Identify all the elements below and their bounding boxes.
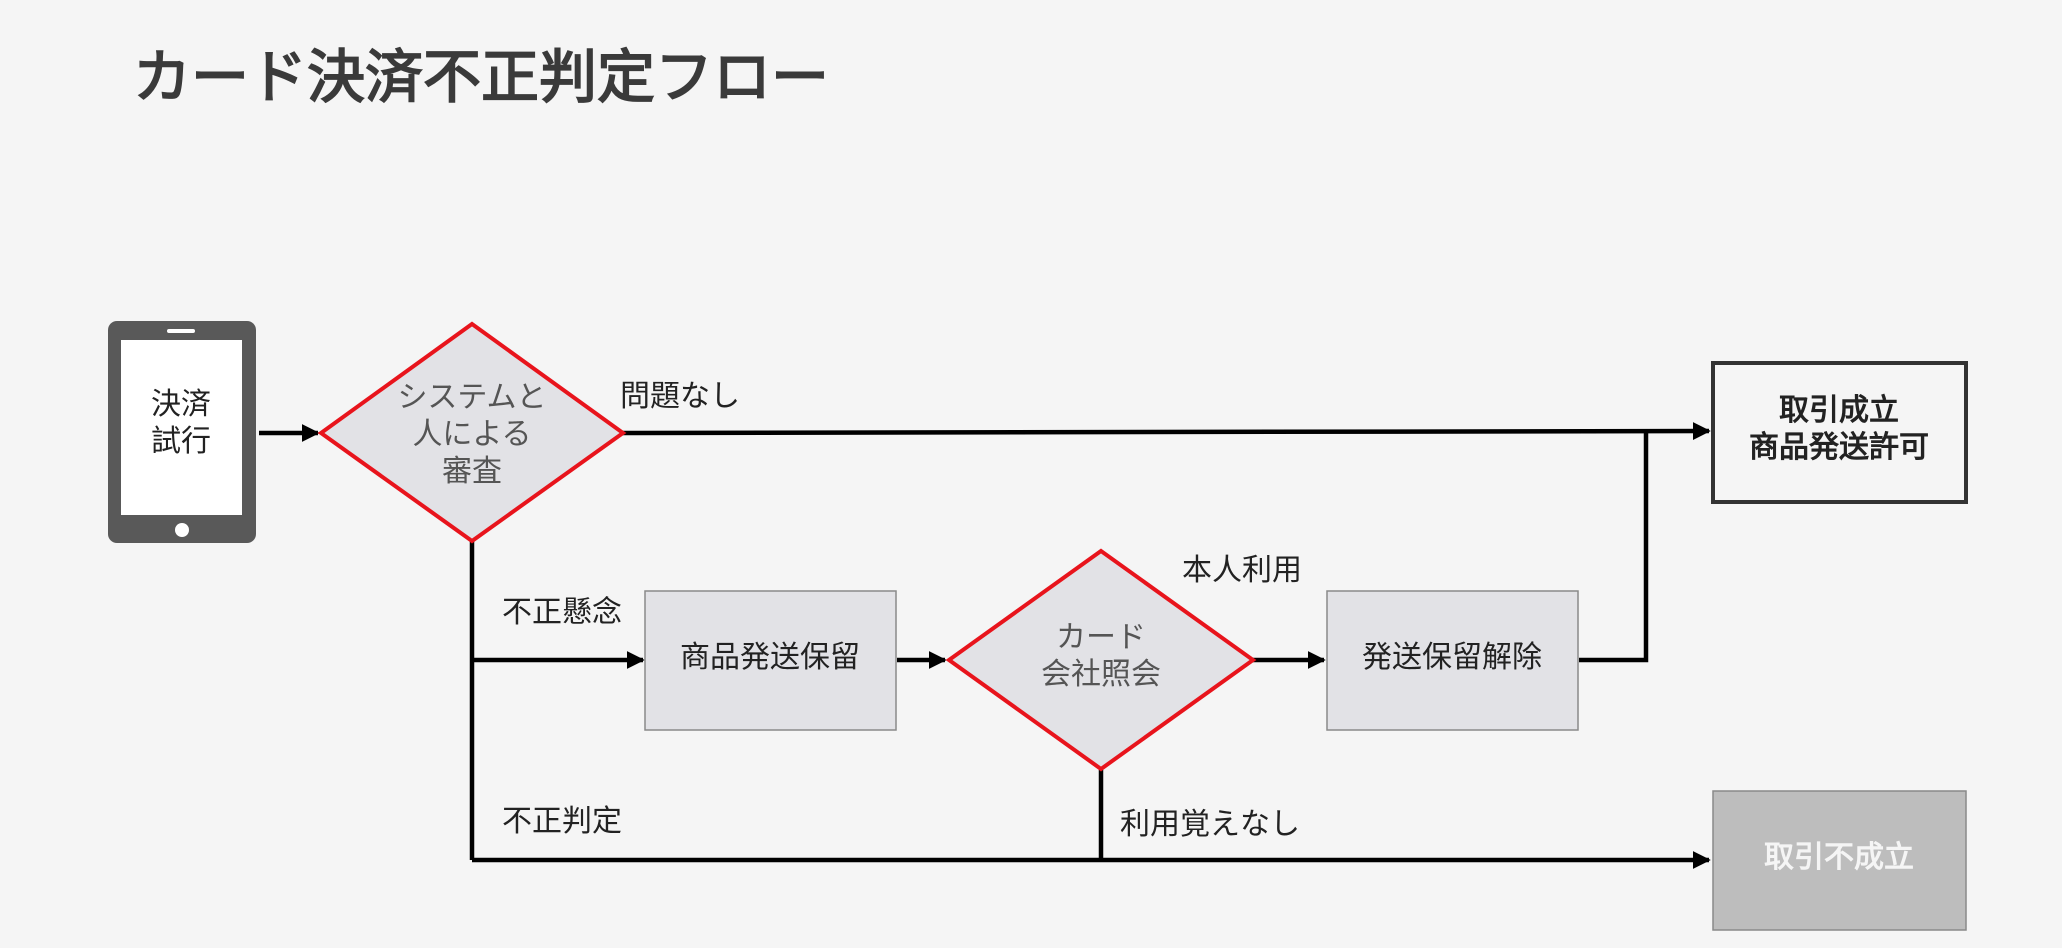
review-label-line2: 人による [412, 417, 531, 452]
edge-label-unrecognized-use: 利用覚えなし [1120, 807, 1300, 842]
inquiry-label-line1: カード [1056, 620, 1146, 655]
decision-card-inquiry [945, 548, 1257, 772]
decision-system-review [317, 321, 627, 544]
failure-box [1712, 790, 1967, 931]
inquiry-label-line2: 会社照会 [1041, 657, 1161, 692]
arrow-no-problem [622, 422, 1711, 441]
hold-shipping-label: 商品発送保留 [680, 640, 860, 675]
review-label-line1: システムと [397, 380, 546, 415]
success-label-line2: 商品発送許可 [1749, 430, 1929, 465]
edge-label-genuine-use: 本人利用 [1182, 553, 1302, 588]
device-label-line1: 決済 [151, 387, 211, 422]
device-label-line2: 試行 [151, 424, 211, 459]
tablet-icon [108, 321, 256, 543]
failure-label: 取引不成立 [1764, 840, 1914, 875]
line-release-to-success [1579, 431, 1649, 663]
success-label-line1: 取引成立 [1779, 393, 1899, 428]
release-hold-label: 発送保留解除 [1362, 640, 1542, 675]
release-hold-box [1326, 590, 1579, 731]
edge-label-no-problem: 問題なし [620, 379, 740, 414]
page-title: カード決済不正判定フロー [133, 43, 829, 111]
success-box [1711, 361, 1968, 504]
edge-label-fraud-suspicion: 不正懸念 [502, 595, 622, 630]
hold-shipping-box [644, 590, 897, 731]
review-label-line3: 審査 [442, 454, 502, 489]
edge-label-fraud-determined: 不正判定 [502, 804, 622, 839]
